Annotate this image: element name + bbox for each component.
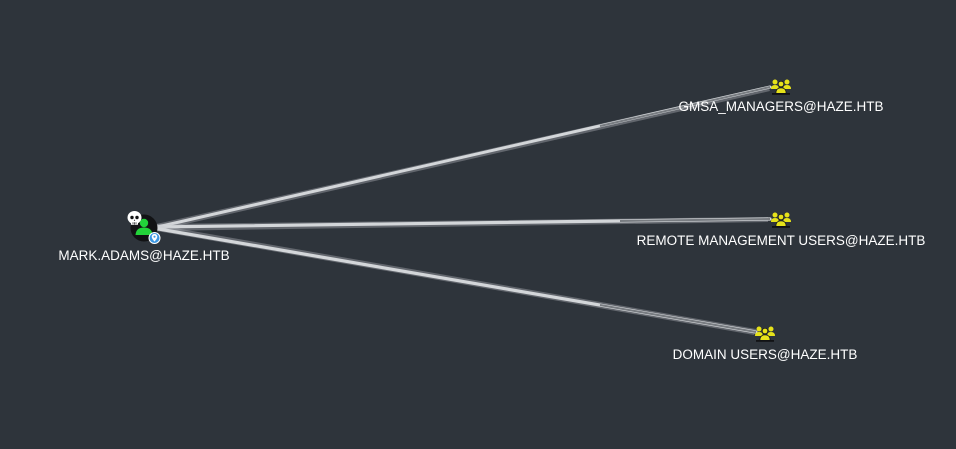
node-label: GMSA_MANAGERS@HAZE.HTB xyxy=(678,99,884,114)
node-label: REMOTE MANAGEMENT USERS@HAZE.HTB xyxy=(636,233,926,248)
user-icon xyxy=(127,211,161,244)
map-marker-icon xyxy=(148,232,161,244)
skull-icon xyxy=(127,211,142,225)
group-icon xyxy=(771,212,791,228)
edge-memberof-gmsa-managers[interactable] xyxy=(151,85,772,231)
node-label: DOMAIN USERS@HAZE.HTB xyxy=(672,347,858,362)
node-label: MARK.ADAMS@HAZE.HTB xyxy=(58,248,230,263)
group-icon xyxy=(771,79,791,95)
edge-memberof-domain-users[interactable] xyxy=(151,224,758,335)
edge-memberof-remote-management-users[interactable] xyxy=(151,217,772,231)
group-icon xyxy=(755,326,775,342)
